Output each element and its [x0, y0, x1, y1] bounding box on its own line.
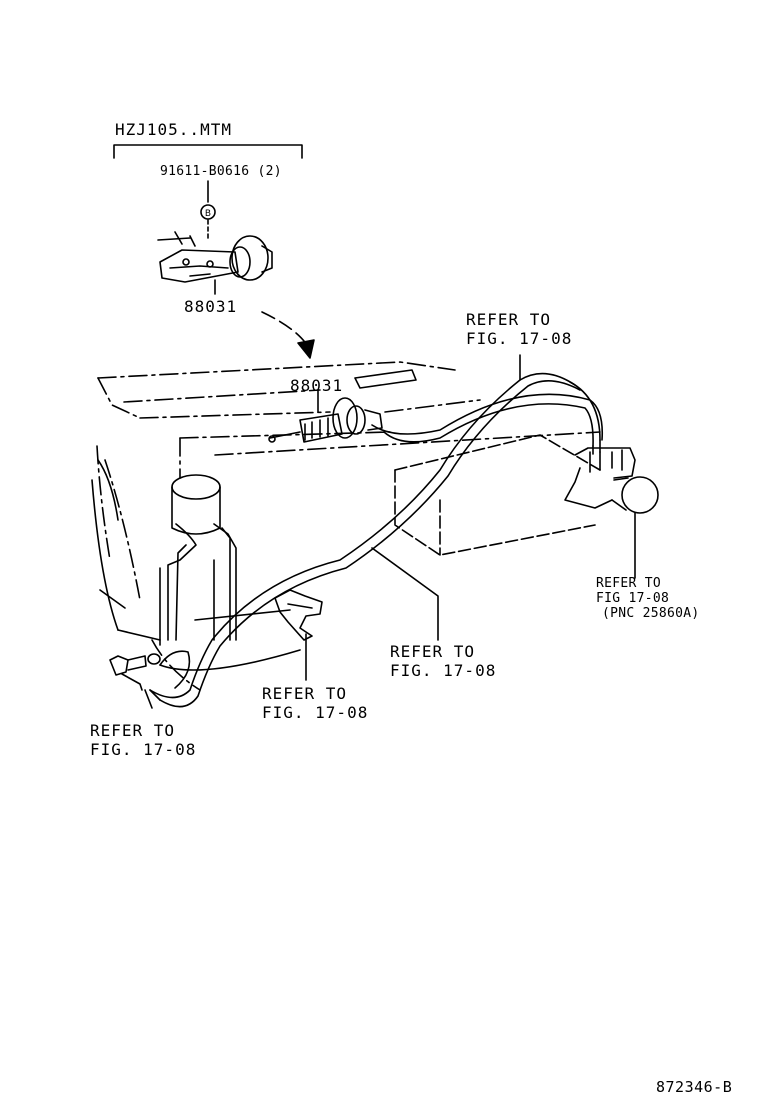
- vsv-valve: [564, 447, 659, 579]
- figure-id: 872346-B: [656, 1078, 733, 1096]
- part-88031-detail: 88031: [184, 297, 238, 316]
- vacuum-actuator-detail: [157, 231, 273, 295]
- bolt-b-marker: B: [200, 204, 216, 241]
- vacuum-hoses: [149, 372, 604, 708]
- refer-label-left: REFER TO FIG. 17-08: [90, 721, 196, 759]
- refer-label-valve-line1: REFER TO: [596, 576, 662, 591]
- hose-clamp-bracket: [274, 589, 323, 681]
- install-arrow: [261, 311, 315, 359]
- refer-label-valve-line3: (PNC 25860A): [602, 606, 700, 621]
- leader-lines: [371, 354, 521, 641]
- svg-text:B: B: [205, 209, 211, 219]
- bolt-part-number: 91611-B0616 (2): [160, 164, 282, 179]
- refer-label-bracket: REFER TO FIG. 17-08: [262, 684, 368, 722]
- refer-label-top-right: REFER TO FIG. 17-08: [466, 310, 572, 348]
- vacuum-actuator-installed: [268, 389, 383, 443]
- engine-body: [91, 369, 417, 671]
- reservoir: [159, 474, 237, 646]
- part-88031-installed: 88031: [290, 376, 344, 395]
- refer-label-left-line1: REFER TO: [90, 721, 176, 740]
- refer-label-valve: REFER TO FIG 17-08 (PNC 25860A): [596, 576, 700, 621]
- refer-label-left-line2: FIG. 17-08: [90, 740, 197, 759]
- model-bracket: [113, 144, 303, 203]
- refer-label-bracket-line1: REFER TO: [262, 684, 348, 703]
- battery-box: [394, 434, 601, 556]
- refer-label-bracket-line2: FIG. 17-08: [262, 703, 369, 722]
- check-valve-left: [109, 653, 161, 709]
- refer-label-middle-line2: FIG. 17-08: [390, 661, 497, 680]
- refer-label-top-right-line2: FIG. 17-08: [466, 329, 573, 348]
- refer-label-top-right-line1: REFER TO: [466, 310, 552, 329]
- refer-label-valve-line2: FIG 17-08: [596, 591, 670, 606]
- model-label: HZJ105..MTM: [115, 120, 232, 139]
- refer-label-middle: REFER TO FIG. 17-08: [390, 642, 496, 680]
- refer-label-middle-line1: REFER TO: [390, 642, 476, 661]
